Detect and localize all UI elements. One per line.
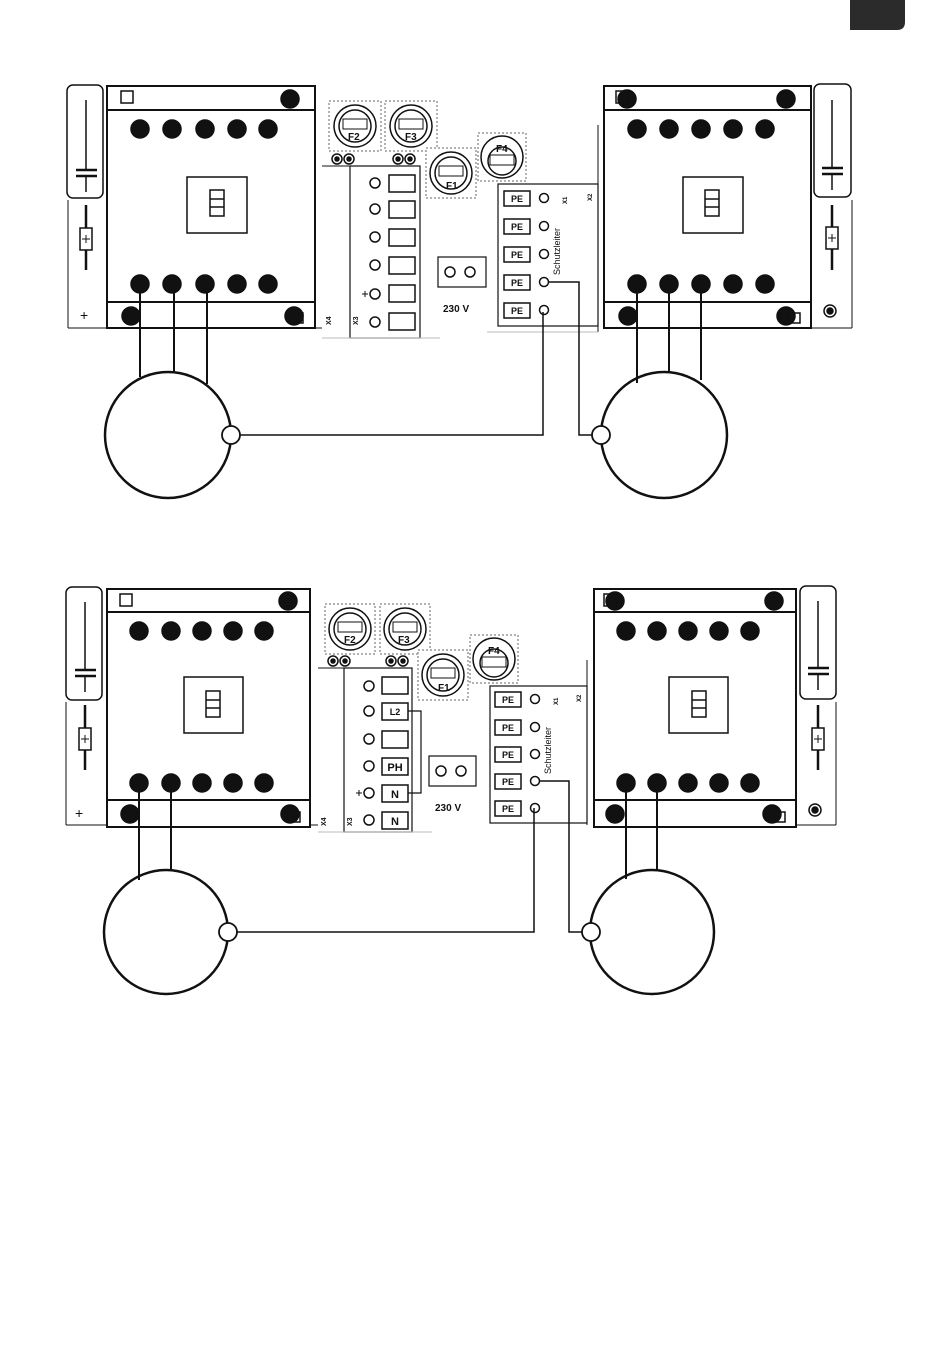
x3-terminal-5: N (391, 789, 399, 801)
x2-label: X2 (577, 694, 583, 702)
schutzleiter-label: Schutzleiter (552, 228, 562, 275)
fuse-f2-label: F2 (348, 132, 360, 143)
fuse-f3-label: F3 (405, 132, 417, 143)
capacitor-left (67, 85, 103, 198)
x1-label: X1 (563, 196, 569, 204)
relay-left (107, 589, 310, 827)
x3-label: X3 (353, 316, 360, 325)
terminal-block-x3 (318, 668, 421, 832)
resistor-left (79, 705, 91, 770)
fuse-f4-label: F4 (488, 646, 500, 657)
fuse-f1-label: F1 (446, 181, 458, 192)
mains-connector-230v (429, 756, 476, 786)
pe-label-5: PE (511, 306, 523, 316)
pe-label-2: PE (511, 222, 523, 232)
fuse-f3-label: F3 (398, 635, 410, 646)
pe-label-1: PE (511, 194, 523, 204)
relay-right (604, 86, 811, 328)
x2-label: X2 (588, 193, 594, 201)
x4-label: X4 (326, 316, 333, 325)
diagram-top: + F2 F3 (67, 84, 852, 498)
x3-label: X3 (347, 817, 354, 826)
plus-label-left: + (75, 805, 83, 821)
fuse-f3 (385, 101, 437, 151)
pe-label-2: PE (502, 723, 514, 733)
fuse-f3 (380, 604, 430, 654)
pe-label-3: PE (511, 250, 523, 260)
voltage-label: 230 V (443, 304, 469, 315)
resistor-left (80, 205, 92, 270)
pe-label-5: PE (502, 804, 514, 814)
relay-left (107, 86, 315, 328)
capacitor-left (66, 587, 102, 700)
plus-label-left: + (80, 307, 88, 323)
resistor-right (826, 205, 838, 270)
x3-terminal-6: N (391, 816, 399, 828)
pe-label-1: PE (502, 695, 514, 705)
pe-label-4: PE (511, 278, 523, 288)
page-corner-tab (850, 0, 905, 30)
mains-connector-230v (438, 257, 486, 287)
diagram-bottom: + F2 F3 (66, 586, 836, 994)
relay-right (594, 589, 796, 827)
x3-terminal-4: PH (387, 762, 402, 774)
pe-label-4: PE (502, 777, 514, 787)
fuse-f2-label: F2 (344, 635, 356, 646)
fuse-f4 (470, 635, 518, 683)
schutzleiter-label: Schutzleiter (543, 727, 553, 774)
fuse-f4 (478, 133, 526, 181)
fuse-f1-label: F1 (438, 683, 450, 694)
voltage-label: 230 V (435, 803, 461, 814)
resistor-right (812, 705, 824, 770)
capacitor-right (814, 84, 851, 197)
fuse-f2 (325, 604, 375, 654)
capacitor-right (800, 586, 836, 699)
fuse-f2 (329, 101, 381, 151)
x1-label: X1 (554, 697, 560, 705)
terminal-block-x3 (322, 166, 420, 338)
pe-label-3: PE (502, 750, 514, 760)
pin-pair-left (332, 154, 415, 164)
x4-label: X4 (321, 817, 328, 826)
fuse-f4-label: F4 (496, 144, 508, 155)
pin-pair-left (328, 656, 408, 666)
x3-terminal-2: L2 (390, 707, 401, 717)
